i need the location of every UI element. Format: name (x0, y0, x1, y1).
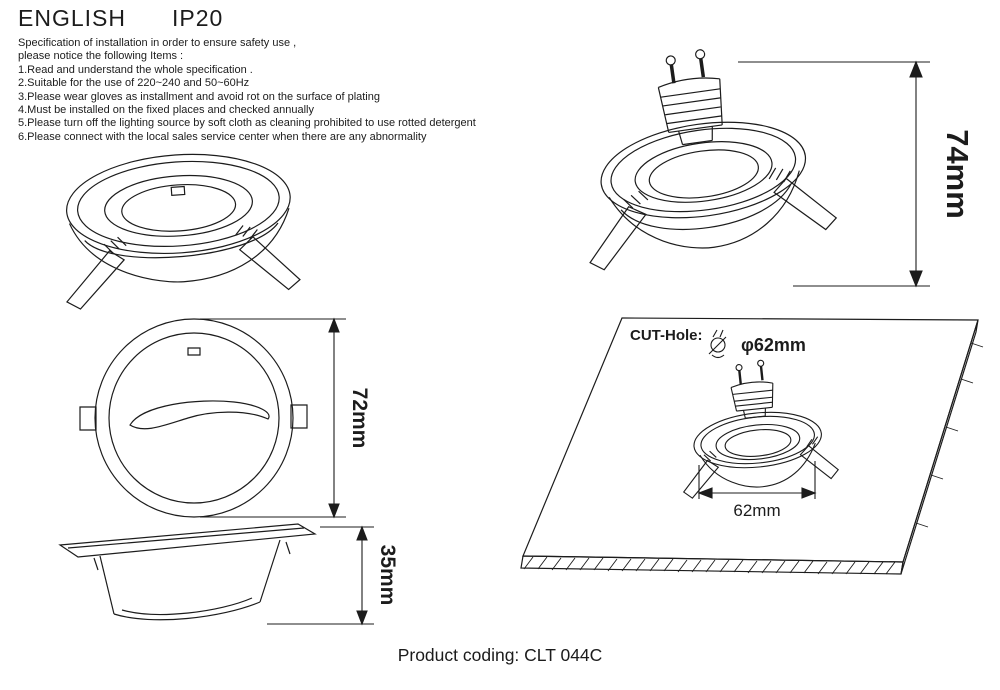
spring-coil-left (104, 237, 127, 253)
language-label: ENGLISH (18, 5, 126, 31)
cut-hole-diameter-label: φ62mm (741, 335, 806, 355)
specification-text: Specification of installation in order t… (18, 37, 476, 144)
spec-item-4: 4.Must be installed on the fixed places … (18, 104, 314, 117)
dimension-arrow-up (329, 319, 339, 332)
spring-clip-right-small (800, 443, 839, 482)
top-view-body (80, 319, 307, 517)
cut-hole-label: CUT-Hole: (630, 327, 703, 344)
trim-ring-small (691, 406, 826, 493)
recess-depth-label: 35mm (376, 545, 399, 606)
fixture-side-view-drawing: 35mm (42, 512, 399, 642)
lamp-assembly (563, 34, 839, 271)
gimbal-slot (130, 401, 269, 429)
right-edge-hatching (916, 343, 983, 527)
side-view-body (60, 524, 315, 620)
spec-item-1: 1.Read and understand the whole specific… (18, 63, 253, 76)
product-coding: Product coding: CLT 044C (397, 645, 603, 665)
spec-intro-line-1: Specification of installation in order t… (18, 37, 297, 49)
diameter-dimension (200, 319, 346, 517)
dimension-arrow-down (357, 611, 367, 624)
ceiling-panel (521, 318, 983, 574)
trim-ring (595, 110, 816, 261)
spring-clip-right (772, 172, 837, 236)
dimension-arrow-right (802, 488, 815, 498)
page-header: ENGLISH IP20 (18, 5, 223, 32)
spring-coil-right (235, 224, 258, 240)
dimension-arrow-down (329, 504, 339, 517)
spring-coil-left (623, 190, 649, 209)
height-dimension (738, 62, 930, 286)
mount-tab-left (80, 407, 96, 430)
trim-ring-body (57, 147, 301, 310)
ip-rating-label: IP20 (171, 5, 224, 31)
center-knob (171, 186, 185, 195)
spec-intro-line-2: please notice the following Items : (18, 50, 184, 63)
depth-dimension (267, 527, 374, 624)
spring-coil-right (768, 166, 792, 184)
dimension-arrow-up (910, 62, 922, 77)
spec-item-3: 3.Please wear gloves as installment and … (18, 90, 380, 103)
cut-width-dimension (699, 461, 815, 499)
cut-width-label: 62mm (733, 501, 780, 520)
spring-clip-left-small (681, 459, 722, 499)
front-edge-hatching (524, 557, 895, 574)
gu10-pins-small (736, 360, 766, 385)
fixture-top-view-drawing: 72mm (62, 315, 371, 525)
spring-clip-left (64, 250, 128, 310)
gu10-pins (665, 49, 708, 84)
panel-front-edge (521, 556, 903, 574)
spring-clip-left (583, 204, 653, 271)
spec-item-5: 5.Please turn off the lighting source by… (18, 117, 476, 130)
drill-hole-icon (709, 330, 726, 358)
top-diameter-label: 72mm (348, 388, 371, 449)
panel-right-edge (901, 320, 978, 574)
fixture-perspective-drawing (28, 142, 333, 314)
spec-item-6: 6.Please connect with the local sales se… (18, 130, 427, 143)
fixture-lamp-assembly-drawing: 74mm (558, 38, 975, 308)
spring-coil-right-small (806, 437, 819, 447)
dimension-arrow-down (910, 271, 922, 286)
spring-clip-right (239, 234, 301, 293)
center-knob-top (188, 348, 200, 355)
dimension-arrow-up (357, 527, 367, 540)
cut-hole-panel-drawing: CUT-Hole: φ62mm (503, 303, 1000, 598)
spring-coil-left-small (704, 450, 717, 461)
mount-tab-right (291, 405, 307, 428)
spec-item-2: 2.Suitable for the use of 220~240 and 50… (18, 77, 250, 90)
fixture-height-label: 74mm (940, 129, 975, 219)
dimension-arrow-left (699, 488, 712, 498)
installed-fixture (671, 353, 840, 499)
flange-edge (60, 524, 315, 557)
